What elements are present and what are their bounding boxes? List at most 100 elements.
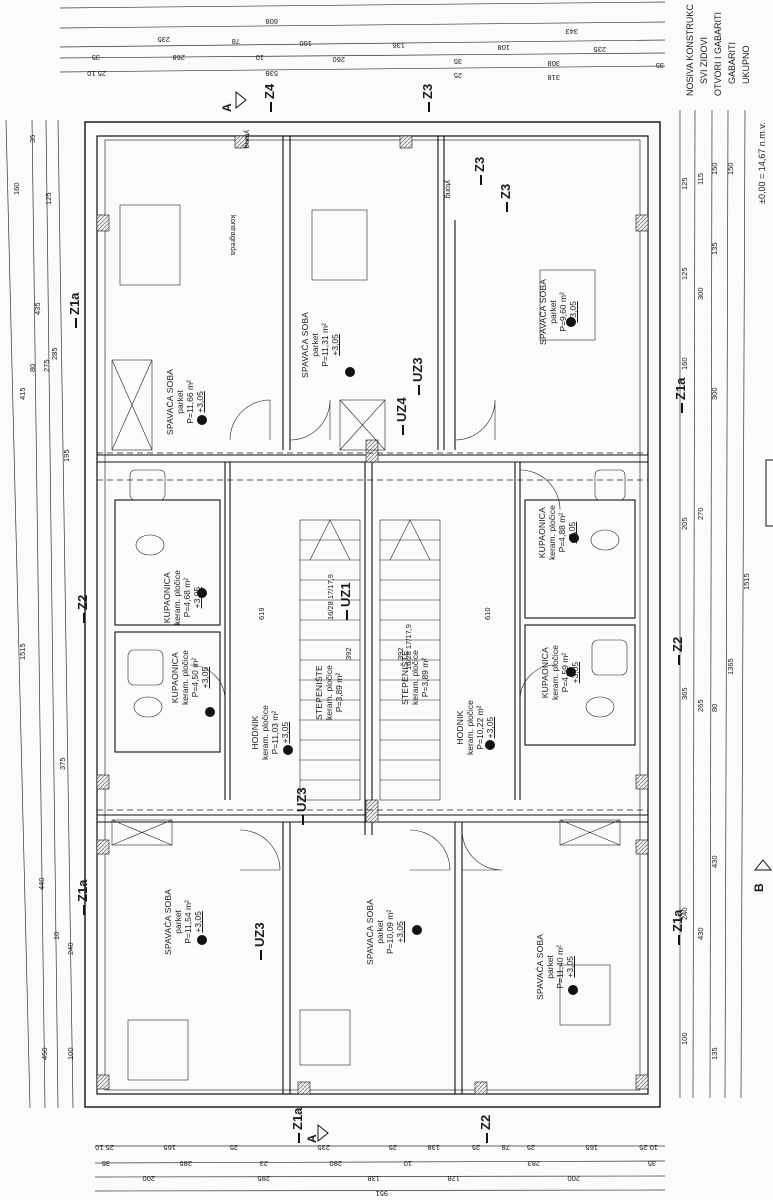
dim-right-150a: 150 <box>710 162 719 175</box>
dim-top-108: 108 <box>497 43 510 52</box>
dim-bottom-280: 280 <box>329 1159 342 1168</box>
dim-stairs-e: 392 <box>396 647 405 660</box>
dim-bottom-128: 128 <box>447 1174 460 1183</box>
axis-z3-top: Z3 <box>420 84 435 112</box>
dim-left-435: 435 <box>33 302 42 315</box>
dim-left-135: 450 <box>40 1047 49 1060</box>
dim-stairs-w: 392 <box>344 647 353 660</box>
dim-top-35c: 35 <box>655 61 664 70</box>
dim-left-100: 100 <box>66 1047 75 1060</box>
section-marker-b: B <box>752 883 766 892</box>
room-bedroom-n-mid: SPAVAĆA SOBA parket P=11,31 m² +3,05 <box>300 311 340 378</box>
dim-bottom-25c: 25 <box>471 1143 480 1152</box>
dim-top-35a: 35 <box>91 53 100 62</box>
dim-top-35b: 35 <box>453 57 462 66</box>
section-marker-a-top: A <box>220 103 234 112</box>
dim-top-538: 538 <box>265 69 278 78</box>
dim-bottom-200a: 200 <box>142 1174 155 1183</box>
dim-hall-w: 619 <box>257 607 266 620</box>
room-bathroom-e1: KUPAONICA keram. pločice P=4,88 m² +3,05 <box>537 505 577 560</box>
dim-right-300b: 300 <box>710 387 719 400</box>
legend-item-openings: OTVORI I GABARITI <box>713 11 723 96</box>
dim-bottom-total: 951 <box>375 1189 388 1198</box>
axis-z2-left: Z2 <box>75 595 90 623</box>
dim-top-308: 308 <box>547 59 560 68</box>
dim-top-160: 160 <box>299 39 312 48</box>
dim-bottom-285b: 285 <box>257 1174 270 1183</box>
room-bathroom-w1: KUPAONICA keram. pločice P=4,68 m² +3,05 <box>162 570 202 625</box>
dim-bottom-25-10: 25 10 <box>95 1143 114 1152</box>
room-bathroom-w2: KUPAONICA keram. pločice P=4,50 m² +3,05 <box>170 650 210 705</box>
dim-right-270: 270 <box>696 507 705 520</box>
dim-left-450: 10 <box>52 931 61 940</box>
dim-bottom-138b: 138 <box>367 1174 380 1183</box>
dim-bottom-10-25: 10 25 <box>639 1143 658 1152</box>
dim-left-35: 35 <box>28 134 37 143</box>
dim-left-440: 440 <box>37 877 46 890</box>
dim-bottom-138a: 138 <box>427 1143 440 1152</box>
axis-z2-right: Z2 <box>670 637 685 665</box>
dim-left-125: 125 <box>44 192 53 205</box>
room-hallway-e: HODNIK keram. pločice P=10,22 m² +3,05 <box>455 700 495 755</box>
room-bathroom-e2: KUPAONICA keram. pločice P=4,59 m² +3,05 <box>540 645 580 700</box>
axis-z4: Z4 <box>262 84 277 112</box>
dim-bottom-285a: 285 <box>179 1159 192 1168</box>
dim-right-135b: 135 <box>710 1047 719 1060</box>
axis-uz1: UZ1 <box>338 582 353 620</box>
dim-left-375: 375 <box>58 757 67 770</box>
room-bedroom-sw: SPAVAĆA SOBA parket P=11,54 m² +3,05 <box>163 888 203 955</box>
dim-top-235b: 235 <box>593 45 606 54</box>
dim-right-115: 115 <box>696 173 705 185</box>
label-ytong-mid: ytong <box>444 180 453 199</box>
dim-left-160: 160 <box>12 182 21 195</box>
dim-left-total: 1515 <box>18 643 27 660</box>
axis-z1a-left-top: Z1a <box>67 293 82 328</box>
dim-right-300a: 300 <box>696 287 705 300</box>
dim-top-260: 260 <box>332 55 345 64</box>
dim-top-78: 78 <box>231 37 240 46</box>
dim-right-265: 265 <box>696 699 705 712</box>
label-stairs-e-steps: 16/28 17/17,9 <box>404 624 413 670</box>
dim-top-10: 10 <box>255 53 264 62</box>
dim-bottom-25a: 25 <box>229 1143 238 1152</box>
axis-z2-bottom: Z2 <box>478 1115 493 1143</box>
dim-left-195: 195 <box>62 449 71 462</box>
dim-bottom-165a: 165 <box>163 1143 176 1152</box>
dim-top-25: 25 <box>453 71 462 80</box>
dim-right-135a: 135 <box>710 242 719 255</box>
room-bedroom-nw: SPAVAĆA SOBA parket P=11,66 m² +3,05 <box>165 368 205 435</box>
dim-right-205: 205 <box>680 517 689 530</box>
dim-bottom-25d: 25 <box>526 1143 535 1152</box>
dim-top-318: 318 <box>547 73 560 82</box>
dim-right-160: 160 <box>680 357 689 370</box>
dim-right-80b: 80 <box>710 703 719 712</box>
dim-hall-e: 610 <box>483 607 492 620</box>
dim-bottom-235: 235 <box>317 1143 330 1152</box>
axis-uz3-top: UZ3 <box>410 357 425 395</box>
legend-item-dimensions: GABARITI <box>727 41 737 84</box>
section-marker-a-bottom: A <box>305 1134 319 1143</box>
axis-uz3-mid: UZ3 <box>294 787 309 825</box>
dim-right-125a: 125 <box>680 177 689 190</box>
dim-right-150b: 150 <box>726 162 735 175</box>
dim-top-25-10: 25 10 <box>87 69 106 78</box>
dim-top-235a: 235 <box>157 35 170 44</box>
room-bedroom-s-mid: SPAVAĆA SOBA parket P=10,09 m² +3,05 <box>365 898 405 965</box>
dim-left-415: 415 <box>18 387 27 400</box>
dim-right-430a: 430 <box>696 927 705 940</box>
dim-left-285: 285 <box>50 347 59 360</box>
room-hallway-w: HODNIK keram. pločice P=11,03 m² +3,05 <box>250 705 290 760</box>
dim-right-100: 100 <box>680 1032 689 1045</box>
label-stairs-w-steps: 16/28 17/17,9 <box>326 574 335 620</box>
axis-uz3-bottom: UZ3 <box>252 922 267 960</box>
label-ytong-top: ytong <box>243 130 252 149</box>
dim-top-136: 136 <box>392 41 405 50</box>
dim-bottom-10: 10 <box>403 1159 412 1168</box>
legend-item-total: UKUPNO <box>741 45 751 84</box>
dim-bottom-35a: 35 <box>101 1159 110 1168</box>
dim-left-80: 80 <box>28 363 37 372</box>
dim-left-275: 275 <box>42 359 51 372</box>
axis-z1a-left-bottom: Z1a <box>75 880 90 915</box>
